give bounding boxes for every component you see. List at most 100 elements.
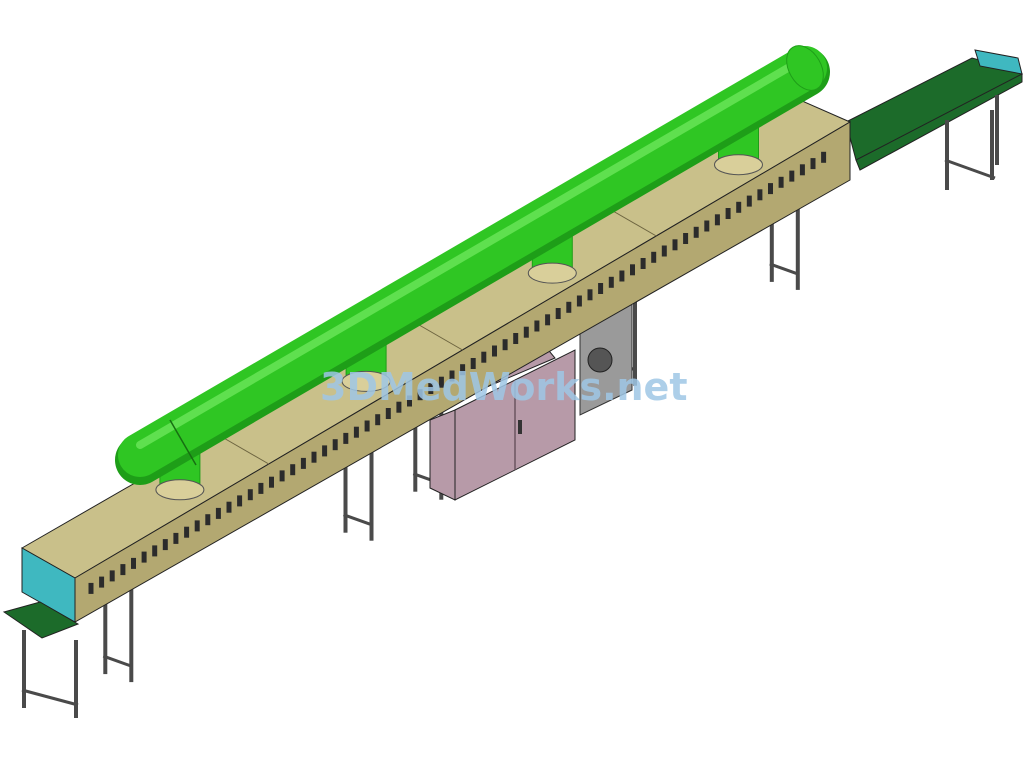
duct-end-cap — [786, 45, 824, 91]
vent-slot — [768, 183, 773, 195]
vent-slot — [460, 364, 466, 376]
leg-post — [103, 586, 108, 675]
vent-slot — [438, 376, 444, 388]
vent-slot — [205, 514, 211, 526]
leg-crossbar — [769, 262, 799, 276]
vent-slot — [746, 195, 752, 207]
vent-slot — [237, 495, 243, 507]
duct-pipe-highlight — [136, 54, 809, 449]
vent-slot — [555, 308, 561, 319]
vent-slot — [693, 226, 699, 238]
vent-slot — [311, 451, 317, 463]
vent-slot — [778, 176, 784, 188]
oven-vents — [88, 151, 827, 594]
infeed-belt — [2, 601, 80, 639]
vent-slot — [789, 170, 795, 182]
vent-slot — [300, 457, 306, 469]
vent-slot — [513, 333, 519, 344]
vent-slot — [534, 320, 540, 332]
vent-slot — [640, 258, 646, 269]
riser-flange — [714, 154, 763, 176]
leg-post — [369, 444, 374, 541]
vent-slot — [428, 383, 434, 394]
vent-slot — [162, 539, 168, 551]
vent-slot — [821, 151, 827, 163]
vent-slot — [672, 239, 678, 251]
vent-slot — [194, 520, 200, 532]
vent-slot — [364, 420, 370, 432]
vent-slot — [343, 432, 349, 444]
vent-slot — [683, 233, 689, 244]
tunnel-oven — [20, 99, 852, 623]
vent-slot — [152, 545, 158, 557]
outfeed-belt-edge — [855, 73, 1023, 171]
cabinet-handle — [518, 420, 522, 434]
vent-slot — [131, 557, 136, 569]
vent-slot — [226, 501, 232, 513]
infeed-legs — [21, 630, 79, 718]
vent-slot — [757, 189, 763, 201]
vent-slot — [396, 401, 402, 413]
riser-flange — [527, 262, 577, 284]
vent-slot — [481, 351, 487, 363]
vent-slot — [799, 164, 805, 176]
leg-post — [74, 640, 78, 718]
leg-crossbar — [102, 654, 132, 668]
vent-slot — [375, 414, 381, 426]
vent-slot — [492, 345, 497, 357]
riser-flange — [155, 479, 205, 501]
vent-slot — [120, 564, 126, 576]
leg-post — [343, 444, 348, 533]
leg-post — [795, 193, 800, 290]
riser-flange — [341, 370, 391, 392]
vent-slot — [661, 245, 667, 257]
leg-crossbar — [21, 688, 79, 707]
duct-joint — [169, 419, 197, 466]
vent-slot — [385, 408, 391, 419]
leg-post — [995, 95, 999, 165]
outfeed-conveyor — [845, 49, 1024, 190]
vent-slot — [353, 426, 359, 438]
vent-slot — [576, 295, 582, 307]
vent-slot — [608, 276, 614, 288]
vent-slot — [714, 214, 720, 226]
vent-slot — [566, 301, 572, 313]
vent-slot — [810, 158, 816, 170]
vent-slot — [247, 489, 253, 501]
vent-slot — [587, 289, 593, 301]
vent-slot — [99, 576, 105, 588]
vent-slot — [173, 532, 179, 544]
vent-slot — [704, 220, 710, 232]
leg-crossbar — [944, 158, 996, 180]
vent-slot — [215, 507, 221, 519]
leg-post — [129, 586, 134, 683]
duct-pipe — [118, 46, 827, 477]
infeed-conveyor — [2, 601, 80, 718]
cabinet-side — [429, 409, 456, 501]
vent-slot — [269, 476, 274, 488]
leg-crossbar — [342, 513, 373, 527]
exhaust-duct — [115, 45, 830, 501]
vent-slot — [322, 445, 328, 457]
vent-slot — [258, 482, 264, 494]
vent-slot — [502, 339, 508, 351]
vent-slot — [109, 570, 115, 582]
vent-slot — [630, 264, 635, 276]
vent-slot — [545, 314, 551, 326]
leg-post — [769, 193, 774, 282]
vent-slot — [619, 270, 625, 282]
vent-slot — [417, 389, 423, 401]
vent-slot — [184, 526, 190, 538]
vent-slot — [736, 201, 742, 213]
vent-slot — [725, 208, 731, 219]
leg-post — [945, 120, 949, 190]
outfeed-end-cap — [974, 49, 1023, 75]
vent-slot — [88, 582, 94, 594]
vent-slot — [470, 358, 476, 369]
motor-icon — [587, 347, 613, 373]
vent-slot — [290, 464, 296, 476]
vent-slot — [598, 283, 604, 294]
outfeed-legs — [944, 95, 999, 190]
vent-slot — [407, 395, 412, 407]
